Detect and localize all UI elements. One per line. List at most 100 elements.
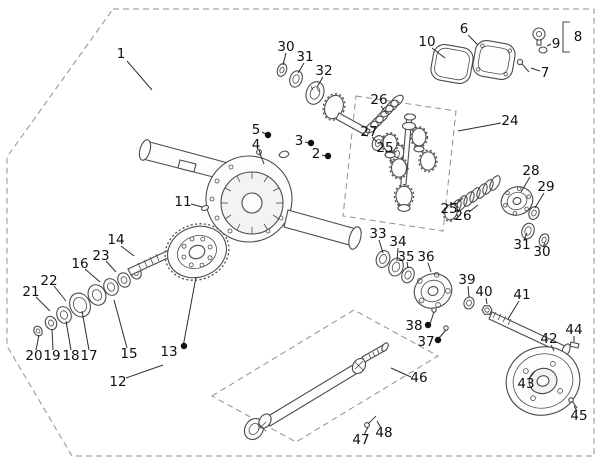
callout-4[interactable]: 4 — [252, 137, 261, 153]
diff-cover-gasket — [430, 43, 474, 85]
callout-35[interactable]: 35 — [397, 249, 414, 265]
callout-leader-37 — [438, 329, 447, 339]
callout-21[interactable]: 21 — [22, 284, 39, 300]
callout-7[interactable]: 7 — [541, 65, 550, 81]
callout-leader-40 — [485, 297, 488, 305]
callout-leader-6 — [467, 34, 479, 46]
drum-clip — [569, 341, 580, 349]
callout-48[interactable]: 48 — [375, 425, 392, 441]
wheel-hub — [413, 271, 453, 309]
breather-cap — [532, 27, 548, 54]
callout-leader-17 — [81, 310, 90, 351]
callout-dot-38 — [424, 321, 432, 329]
callout-13[interactable]: 13 — [160, 344, 177, 360]
callout-leader-16 — [84, 268, 101, 283]
callout-leader-31 — [297, 62, 305, 74]
callout-25[interactable]: 25 — [376, 140, 393, 156]
callout-leader-33 — [378, 239, 384, 254]
callout-20[interactable]: 20 — [25, 348, 42, 364]
callout-leader-26 — [468, 204, 479, 213]
callout-leader-12 — [125, 364, 164, 379]
callout-leader-10 — [431, 47, 446, 59]
callout-31[interactable]: 31 — [296, 49, 313, 65]
callout-dot-13 — [180, 342, 188, 350]
callout-31[interactable]: 31 — [513, 237, 530, 253]
callout-leader-7 — [530, 67, 541, 72]
callout-29[interactable]: 29 — [537, 179, 554, 195]
callout-leader-26 — [380, 105, 388, 115]
callout-leader-35 — [406, 261, 409, 269]
callout-34[interactable]: 34 — [389, 234, 406, 250]
callout-12[interactable]: 12 — [109, 374, 126, 390]
callout-23[interactable]: 23 — [92, 248, 109, 264]
callout-46[interactable]: 46 — [410, 370, 427, 386]
callout-45[interactable]: 45 — [570, 408, 587, 424]
callout-leader-18 — [65, 320, 72, 351]
callout-41[interactable]: 41 — [513, 287, 530, 303]
callout-37[interactable]: 37 — [417, 334, 434, 350]
callout-42[interactable]: 42 — [540, 331, 557, 347]
callout-24[interactable]: 24 — [501, 113, 518, 129]
callout-33[interactable]: 33 — [369, 226, 386, 242]
callout-leader-1 — [126, 60, 153, 91]
callout-leader-34 — [396, 247, 399, 262]
pinion-spring — [365, 94, 404, 134]
callout-30[interactable]: 30 — [533, 244, 550, 260]
callout-27[interactable]: 27 — [360, 124, 377, 140]
callout-leader-45 — [573, 405, 578, 412]
callout-40[interactable]: 40 — [475, 284, 492, 300]
callout-leader-42 — [550, 344, 555, 352]
callout-19[interactable]: 19 — [43, 348, 60, 364]
callout-16[interactable]: 16 — [71, 256, 88, 272]
callout-6[interactable]: 6 — [460, 21, 469, 37]
callout-11[interactable]: 11 — [174, 194, 191, 210]
callout-9[interactable]: 9 — [552, 36, 561, 52]
callout-leader-31 — [523, 232, 528, 241]
callout-26[interactable]: 26 — [370, 92, 387, 108]
hub-seal-rings — [375, 250, 415, 284]
callout-leader-48 — [376, 420, 382, 429]
callout-2[interactable]: 2 — [312, 146, 321, 162]
callout-8[interactable]: 8 — [574, 29, 583, 45]
callout-28[interactable]: 28 — [522, 163, 539, 179]
callout-leader-15 — [113, 299, 128, 349]
callout-30[interactable]: 30 — [277, 39, 294, 55]
callout-39[interactable]: 39 — [458, 272, 475, 288]
differential-dome-hatch — [221, 172, 283, 234]
callout-leader-24 — [457, 122, 502, 132]
callout-14[interactable]: 14 — [107, 232, 124, 248]
callout-leader-30 — [542, 242, 546, 248]
callout-18[interactable]: 18 — [62, 348, 79, 364]
differential-spring — [450, 175, 501, 215]
callout-leader-13 — [182, 276, 197, 348]
callout-44[interactable]: 44 — [565, 322, 582, 338]
callout-26[interactable]: 26 — [454, 208, 471, 224]
callout-15[interactable]: 15 — [120, 346, 137, 362]
callout-43[interactable]: 43 — [517, 376, 534, 392]
callout-leader-20 — [35, 334, 40, 351]
breather-pin — [200, 204, 210, 212]
callout-leader-43 — [528, 370, 536, 380]
callout-leader-32 — [316, 76, 324, 88]
callout-10[interactable]: 10 — [418, 34, 435, 50]
callout-leader-38 — [429, 311, 435, 325]
callout-36[interactable]: 36 — [417, 249, 434, 265]
crown-wheel — [164, 223, 230, 281]
callout-22[interactable]: 22 — [40, 273, 57, 289]
callout-17[interactable]: 17 — [80, 348, 97, 364]
callout-32[interactable]: 32 — [315, 63, 332, 79]
callout-38[interactable]: 38 — [405, 318, 422, 334]
callout-leader-25 — [388, 150, 394, 154]
callout-leader-14 — [120, 245, 135, 257]
callout-5[interactable]: 5 — [252, 122, 261, 138]
callout-leader-41 — [507, 300, 520, 320]
callout-3[interactable]: 3 — [295, 133, 304, 149]
callout-47[interactable]: 47 — [352, 432, 369, 448]
frame-outline — [6, 8, 595, 457]
callout-1[interactable]: 1 — [117, 46, 126, 62]
callout-leader-47 — [363, 426, 369, 436]
callout-dot-2 — [324, 152, 332, 160]
callout-leader-19 — [51, 328, 54, 351]
callout-25[interactable]: 25 — [440, 201, 457, 217]
